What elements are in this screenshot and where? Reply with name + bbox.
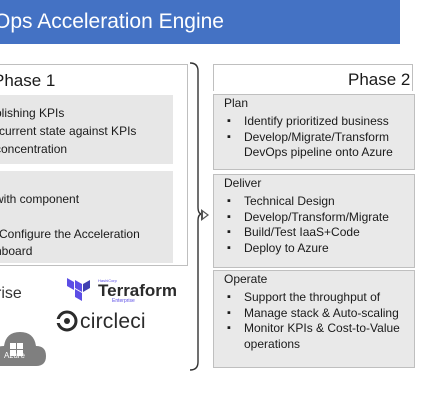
section-title: Operate [224, 272, 268, 286]
section-list: Identify prioritized business Develop/Mi… [226, 114, 426, 161]
list-item: operations [244, 336, 301, 351]
partial-logo-text: rise [0, 285, 22, 302]
section-list: Technical Design Develop/Transform/Migra… [226, 194, 426, 256]
list-item: Monitor KPIs & Cost-to-Value [226, 321, 426, 337]
page-title: Ops Acceleration Engine [0, 10, 224, 33]
list-item: Build/Test IaaS+Code [226, 225, 426, 241]
list-item: Develop/Migrate/Transform [226, 130, 426, 146]
title-bar: Ops Acceleration Engine [0, 0, 400, 44]
list-item: Manage stack & Auto-scaling [226, 306, 426, 322]
phase-2-panel: Phase 2 Plan Identify prioritized busine… [213, 64, 415, 404]
box-1-line: current state against KPIs [0, 124, 137, 138]
circleci-logo-text: circleci [80, 310, 146, 333]
terraform-vendor: HashiCorp [98, 278, 117, 283]
phase-2-heading: Phase 2 [348, 70, 411, 89]
box-2-line: Configure the Acceleration [0, 227, 140, 241]
phase-1-panel: Phase 1 plishing KPIs current state agai… [0, 64, 188, 266]
arrow-right-icon [201, 209, 209, 221]
list-item: DevOps pipeline onto Azure [244, 145, 393, 159]
section-list: Support the throughput of Manage stack &… [226, 290, 426, 352]
phase-1-heading: Phase 1 [0, 71, 56, 90]
section-deliver: Deliver Technical Design Develop/Transfo… [213, 174, 415, 268]
section-plan: Plan Identify prioritized business Devel… [213, 94, 415, 170]
box-1-line: concentration [0, 142, 68, 156]
list-item: Support the throughput of [226, 290, 426, 306]
box-1-line: plishing KPIs [0, 106, 65, 120]
section-operate: Operate Support the throughput of Manage… [213, 270, 415, 368]
section-title: Deliver [224, 176, 262, 190]
list-item: Identify prioritized business [226, 114, 426, 130]
terraform-icon [67, 278, 90, 301]
phase-1-box-2: with component Configure the Acceleratio… [0, 171, 173, 263]
azure-label: Azure [4, 351, 25, 360]
phase-2-header-frame [213, 64, 413, 91]
terraform-edition: Enterprise [112, 298, 135, 304]
list-item: Develop/Transform/Migrate [226, 210, 426, 226]
box-2-line: with component [0, 192, 80, 206]
circleci-icon [56, 310, 78, 332]
box-2-line: hboard [0, 244, 33, 258]
list-item: Deploy to Azure [226, 241, 426, 257]
terraform-logo-text: Terraform [98, 281, 178, 300]
phase-1-box-1: plishing KPIs current state against KPIs… [0, 95, 173, 164]
azure-cloud-icon [0, 332, 46, 366]
section-title: Plan [224, 96, 249, 110]
list-item: Technical Design [226, 194, 426, 210]
